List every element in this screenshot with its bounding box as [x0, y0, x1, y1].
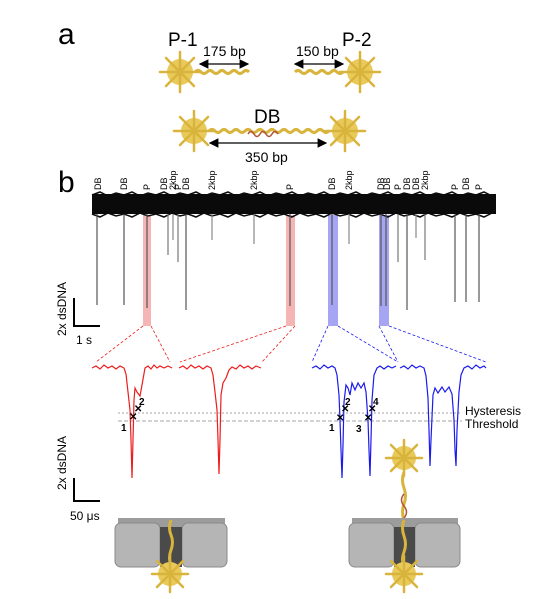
- p1-dendrimer-icon: [158, 50, 202, 94]
- nanopore-right-schematic: [348, 438, 461, 594]
- event-label: 2kbp: [344, 170, 354, 190]
- db-probe-diagram: [172, 109, 367, 153]
- event-label: 2kbp: [420, 170, 430, 190]
- p1-label: P-1: [168, 30, 198, 51]
- crossing-number: 2: [345, 397, 351, 408]
- event-label: 2kbp: [207, 170, 217, 190]
- event-label: DB: [461, 177, 471, 190]
- p1-probe-diagram: [158, 50, 251, 94]
- event-label: P: [474, 184, 484, 190]
- event-label: 2kbp: [249, 170, 259, 190]
- current-trace-baseline: [91, 191, 496, 218]
- db-dna-strand: [207, 128, 331, 134]
- bottom-x-scale-label: 50 μs: [70, 509, 100, 523]
- crossing-number: 4: [373, 397, 379, 408]
- crossing-mark-icon: ✕: [134, 404, 142, 415]
- p2-dendrimer-icon: [338, 50, 382, 94]
- hysteresis-label: Hysteresis: [465, 404, 521, 418]
- event-label: DB: [411, 177, 421, 190]
- right-top-dendrimer-icon: [384, 438, 424, 478]
- db-length-label: 350 bp: [245, 149, 288, 165]
- event-label: DB: [181, 177, 191, 190]
- event-label: P: [142, 184, 152, 190]
- event-label: DB: [159, 177, 169, 190]
- crossing-mark-icon: ✕: [336, 413, 344, 424]
- event-label: P: [173, 184, 183, 190]
- event-spikes: [96, 214, 480, 310]
- red-event-trace-1: [91, 364, 173, 479]
- blue-event-trace-1: [311, 364, 397, 479]
- event-label: DB: [119, 177, 129, 190]
- event-label: P: [393, 184, 403, 190]
- p2-probe-diagram: [293, 50, 382, 94]
- top-x-scale-label: 1 s: [76, 333, 92, 347]
- blue-highlight-1: [328, 215, 338, 326]
- event-label: P: [450, 184, 460, 190]
- blue-event-trace-2: [399, 364, 487, 467]
- left-dendrimer-icon: [150, 554, 190, 594]
- event-labels: DB DB P DB 2kbp P DB 2kbp 2kbp P DB 2kbp…: [93, 170, 484, 190]
- blue-highlight-2: [379, 215, 389, 326]
- panel-b-letter: b: [58, 166, 75, 199]
- p1-length-label: 175 bp: [203, 43, 246, 59]
- crossing-mark-icon: ✕: [341, 404, 349, 415]
- crossing-mark-icon: ✕: [129, 412, 137, 423]
- event-label: P: [285, 184, 295, 190]
- crossing-number: 1: [121, 423, 127, 434]
- db-target-strand: [247, 130, 279, 138]
- p2-label: P-2: [342, 30, 372, 51]
- event-label: DB: [376, 177, 386, 190]
- top-scale-bar: [73, 298, 100, 327]
- zoom-connectors: [95, 325, 487, 363]
- event-label: DB: [402, 177, 412, 190]
- right-bottom-dendrimer-icon: [384, 554, 424, 594]
- p2-dna-strand: [293, 69, 345, 75]
- db-left-dendrimer-icon: [172, 109, 216, 153]
- event-label: DB: [93, 177, 103, 190]
- crossing-mark-icon: ✕: [368, 404, 376, 415]
- event-label: 2kbp: [168, 170, 178, 190]
- db-label: DB: [254, 107, 280, 128]
- nanopore-left-schematic: [114, 518, 228, 594]
- crossing-mark-icon: ✕: [364, 413, 372, 424]
- panel-a-letter: a: [58, 18, 75, 51]
- red-event-trace-2: [178, 364, 262, 475]
- event-label: DB: [327, 177, 337, 190]
- event-label: DB: [382, 177, 392, 190]
- top-y-scale-label: 2x dsDNA: [55, 282, 69, 336]
- threshold-label: Threshold: [465, 417, 518, 431]
- crossing-number: 1: [329, 423, 335, 434]
- db-right-dendrimer-icon: [323, 109, 367, 153]
- crossing-number: 2: [139, 397, 145, 408]
- crossing-number: 3: [356, 424, 362, 435]
- bottom-y-scale-label: 2x dsDNA: [55, 436, 69, 490]
- bottom-scale-bar: [73, 478, 100, 502]
- p2-length-label: 150 bp: [296, 43, 339, 59]
- crossing-marks: ✕ 1 ✕ 2 ✕ 1 ✕ 2 ✕ 3 ✕ 4: [121, 397, 379, 435]
- p1-dna-strand: [193, 69, 251, 75]
